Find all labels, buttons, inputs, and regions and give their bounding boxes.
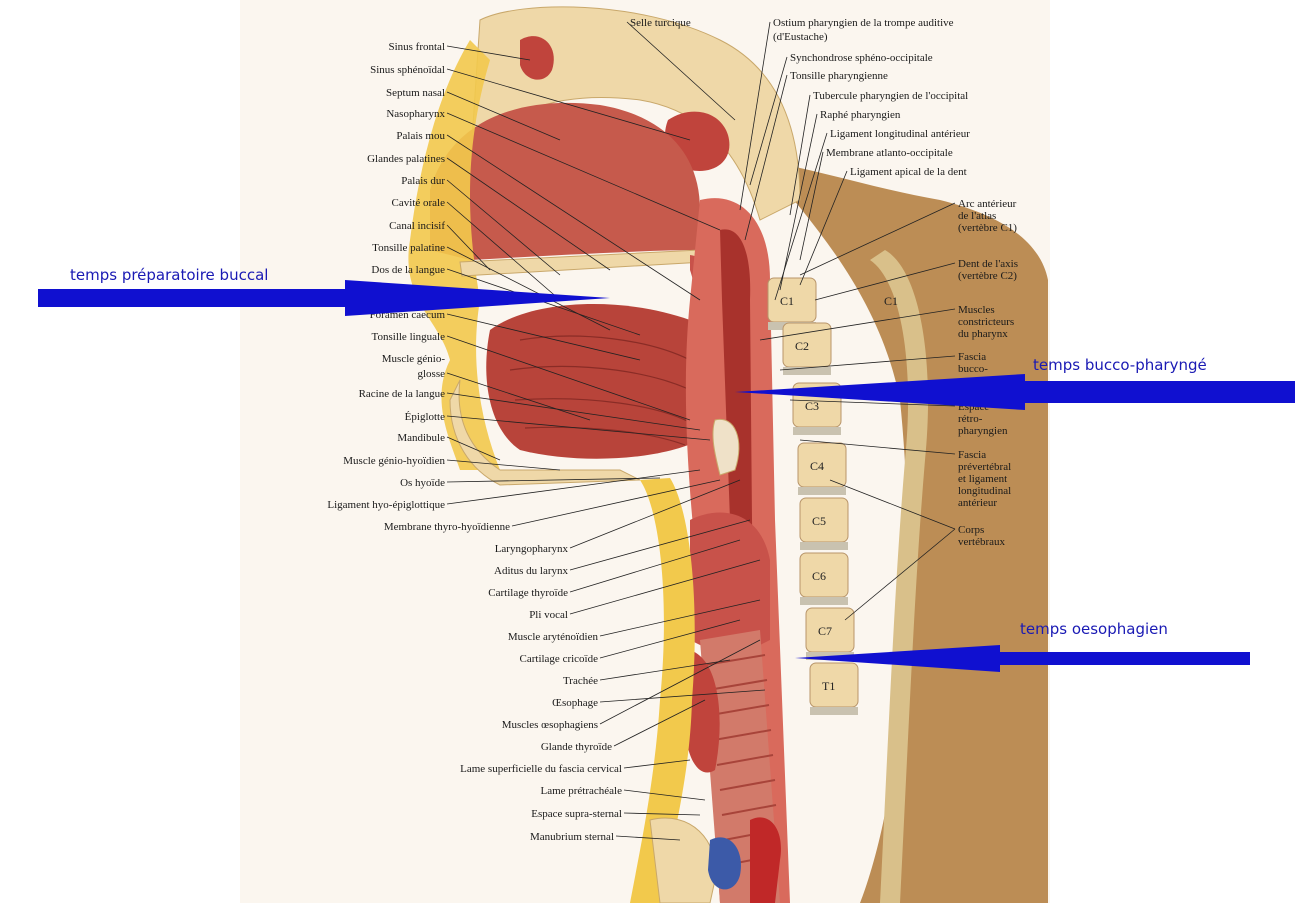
label-lower-left: Œsophage xyxy=(552,697,598,709)
label-right-lower: Fascia xyxy=(958,449,986,461)
intervertebral-disc xyxy=(810,707,858,715)
tongue xyxy=(486,304,716,459)
label-left: Palais mou xyxy=(396,130,445,142)
label-lower-left: Laryngopharynx xyxy=(495,543,569,555)
label-left: Glandes palatines xyxy=(367,153,445,165)
label-right-lower: rétro- xyxy=(958,413,983,425)
label-left: Tonsille linguale xyxy=(372,331,446,343)
label-left: Mandibule xyxy=(397,432,445,444)
label-lower-left: Pli vocal xyxy=(529,609,568,621)
label-left: Palais dur xyxy=(401,175,445,187)
label-right-lower: Corps xyxy=(958,524,984,536)
label-right-lower: Muscles xyxy=(958,304,995,316)
label-selle-turcique: Selle turcique xyxy=(630,17,691,29)
label-right: Ligament longitudinal antérieur xyxy=(830,128,970,140)
label-left: Nasopharynx xyxy=(386,108,445,120)
vertebra-label-posterior: C1 xyxy=(884,294,898,308)
label-left: Sinus frontal xyxy=(388,41,445,53)
label-left: Racine de la langue xyxy=(359,388,446,400)
label-right-lower: pharyngien xyxy=(958,425,1008,437)
label-left: Dos de la langue xyxy=(371,264,445,276)
label-right-lower: Arc antérieur xyxy=(958,198,1017,210)
label-left: Muscle génio-hyoïdien xyxy=(343,455,445,467)
label-right-lower: (vertèbre C1) xyxy=(958,222,1017,234)
aortic-arch xyxy=(750,817,781,903)
label-left: Ligament hyo-épiglottique xyxy=(327,499,445,511)
label-left: Cavité orale xyxy=(392,197,446,209)
label-lower-left: Muscle aryténoïdien xyxy=(508,631,599,643)
phase-label-esophageal: temps oesophagien xyxy=(1020,620,1168,638)
label-right-lower: longitudinal xyxy=(958,485,1011,497)
label-lower-left: Aditus du larynx xyxy=(494,565,568,577)
label-right-lower: Dent de l'axis xyxy=(958,258,1018,270)
intervertebral-disc xyxy=(800,597,848,605)
label-right-lower: constricteurs xyxy=(958,316,1014,328)
label-right-lower: bucco- xyxy=(958,363,988,375)
label-lower-left: Lame prétrachéale xyxy=(540,785,622,797)
label-right-lower: de l'atlas xyxy=(958,210,996,222)
label-ostium-pharyngien-2: (d'Eustache) xyxy=(773,31,828,43)
label-lower-left: Manubrium sternal xyxy=(530,831,614,843)
label-right-lower: (vertèbre C2) xyxy=(958,270,1017,282)
label-right-lower: Fascia xyxy=(958,351,986,363)
label-ostium-pharyngien: Ostium pharyngien de la trompe auditive xyxy=(773,17,954,29)
vertebra-label: C6 xyxy=(812,569,826,583)
phase-label-buccal: temps préparatoire buccal xyxy=(70,266,268,284)
phase-label-pharyngeal: temps bucco-pharyngé xyxy=(1033,356,1207,374)
vertebra-label: C1 xyxy=(780,294,794,308)
label-lower-left: Espace supra-sternal xyxy=(531,808,622,820)
label-right: Membrane atlanto-occipitale xyxy=(826,147,953,159)
intervertebral-disc xyxy=(793,427,841,435)
label-left: Épiglotte xyxy=(405,411,445,423)
label-lower-left: Cartilage cricoïde xyxy=(520,653,599,665)
label-left: Muscle génio- xyxy=(382,353,446,365)
label-right-lower: vertébraux xyxy=(958,536,1006,548)
label-left: Os hyoïde xyxy=(400,477,445,489)
label-right-lower: antérieur xyxy=(958,497,997,509)
label-lower-left: Membrane thyro-hyoïdienne xyxy=(384,521,510,533)
label-left: Septum nasal xyxy=(386,87,445,99)
vertebra-label: T1 xyxy=(822,679,835,693)
label-left: glosse xyxy=(418,368,446,380)
label-lower-left: Glande thyroïde xyxy=(541,741,612,753)
label-right-lower: et ligament xyxy=(958,473,1007,485)
label-right: Raphé pharyngien xyxy=(820,109,901,121)
vertebra-label: C5 xyxy=(812,514,826,528)
intervertebral-disc xyxy=(798,487,846,495)
vertebra-label: C2 xyxy=(795,339,809,353)
label-lower-left: Trachée xyxy=(563,675,598,687)
label-right: Ligament apical de la dent xyxy=(850,166,967,178)
label-right-lower: prévertébral xyxy=(958,461,1011,473)
label-right: Synchondrose sphéno-occipitale xyxy=(790,52,933,64)
label-left: Canal incisif xyxy=(389,220,445,232)
label-lower-left: Cartilage thyroïde xyxy=(488,587,568,599)
intervertebral-disc xyxy=(800,542,848,550)
label-lower-left: Lame superficielle du fascia cervical xyxy=(460,763,622,775)
vertebra-label: C7 xyxy=(818,624,832,638)
vertebra-label: C4 xyxy=(810,459,824,473)
label-right-lower: du pharynx xyxy=(958,328,1008,340)
label-left: Sinus sphénoïdal xyxy=(370,64,445,76)
label-right: Tubercule pharyngien de l'occipital xyxy=(813,90,968,102)
label-left: Tonsille palatine xyxy=(372,242,445,254)
label-lower-left: Muscles œsophagiens xyxy=(502,719,598,731)
label-right: Tonsille pharyngienne xyxy=(790,70,888,82)
